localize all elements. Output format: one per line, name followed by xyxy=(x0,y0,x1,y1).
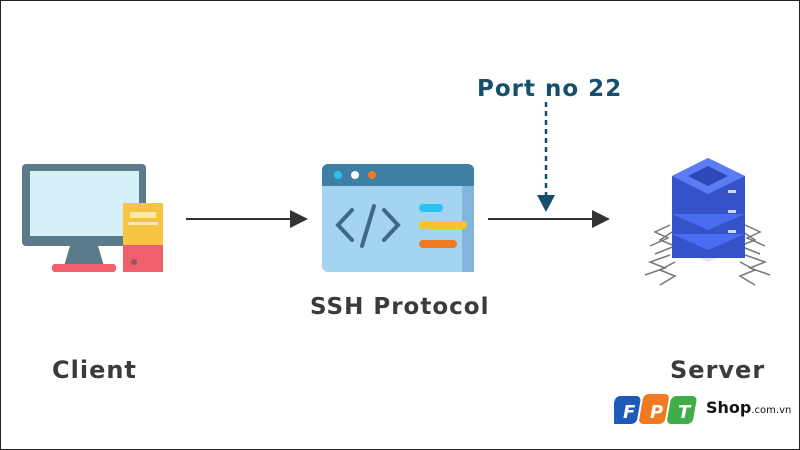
arrow-ssh-to-server xyxy=(488,210,610,228)
client-label: Client xyxy=(52,356,137,384)
client-computer-icon xyxy=(22,164,163,272)
arrow-client-to-ssh xyxy=(186,210,308,228)
fpt-letter-f: F xyxy=(623,402,636,423)
port-label: Port no 22 xyxy=(477,76,623,102)
ssh-protocol-label: SSH Protocol xyxy=(310,294,490,320)
server-stack-icon xyxy=(644,158,771,286)
fpt-logo: F P T xyxy=(614,394,697,424)
shop-brand: Shop.com.vn xyxy=(706,398,791,417)
shop-domain: .com.vn xyxy=(751,405,792,416)
fpt-letter-t: T xyxy=(678,402,692,423)
server-label: Server xyxy=(670,356,766,384)
shop-name: Shop xyxy=(706,398,752,417)
code-window-icon xyxy=(322,164,474,272)
port-dashed-arrow xyxy=(537,102,555,212)
fpt-letter-p: P xyxy=(650,402,663,423)
